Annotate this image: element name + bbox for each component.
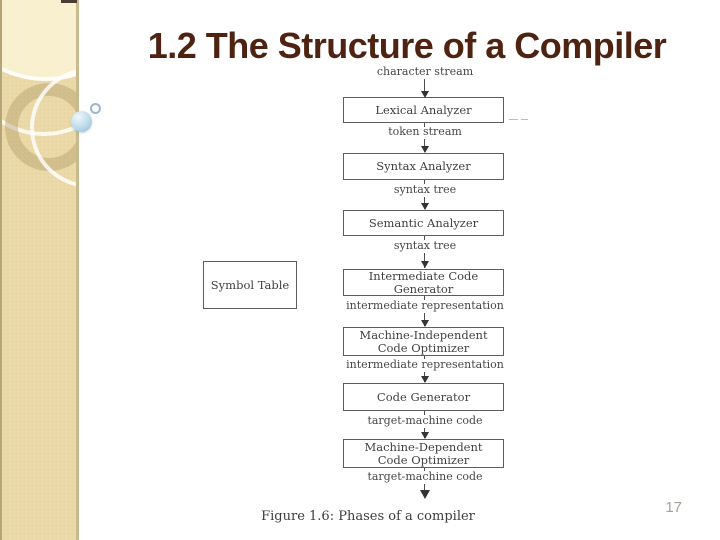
arrow-down-icon (421, 146, 429, 153)
phase-box: Lexical Analyzer (343, 97, 504, 123)
arrow-down-icon (420, 490, 430, 499)
page-title: 1.2 The Structure of a Compiler (147, 25, 667, 66)
flow-line (424, 236, 425, 240)
mini-ring-decoration (90, 103, 101, 114)
flow-line (424, 296, 425, 300)
flow-label: target-machine code (367, 414, 483, 427)
flow-line (424, 79, 425, 91)
flow-line (424, 180, 425, 184)
flow-line (424, 139, 425, 152)
arrow-down-icon (421, 376, 429, 383)
arrow-down-icon (421, 261, 429, 268)
flow-label: syntax tree (393, 183, 457, 196)
arrow-down-icon (421, 320, 429, 327)
symbol-table-box: Symbol Table (203, 261, 297, 309)
sphere-decoration (71, 111, 92, 132)
phase-box: Syntax Analyzer (343, 153, 504, 180)
flow-line (424, 411, 425, 415)
scan-artifact (509, 119, 518, 120)
arrow-down-icon (421, 203, 429, 210)
flow-label: intermediate representation (346, 299, 504, 312)
scan-artifact (521, 119, 528, 120)
arrow-down-icon (421, 91, 429, 98)
flow-label: character stream (376, 65, 474, 78)
arrow-down-icon (421, 432, 429, 439)
figure-caption: Figure 1.6: Phases of a compiler (261, 509, 475, 524)
flow-label: token stream (388, 125, 462, 138)
flow-line (424, 123, 425, 127)
flow-line (424, 468, 425, 471)
phase-box: Code Generator (343, 383, 504, 411)
flow-label: target-machine code (367, 470, 483, 483)
flow-label: syntax tree (393, 239, 457, 252)
flow-line (424, 253, 425, 268)
theme-side-band (0, 0, 79, 540)
flow-line (424, 356, 425, 359)
page-number: 17 (665, 499, 682, 516)
flow-label: intermediate representation (346, 358, 504, 371)
phase-box: Semantic Analyzer (343, 210, 504, 236)
flow-line (424, 313, 425, 326)
band-top-mark (61, 0, 77, 3)
phase-box: Intermediate Code Generator (343, 269, 504, 296)
